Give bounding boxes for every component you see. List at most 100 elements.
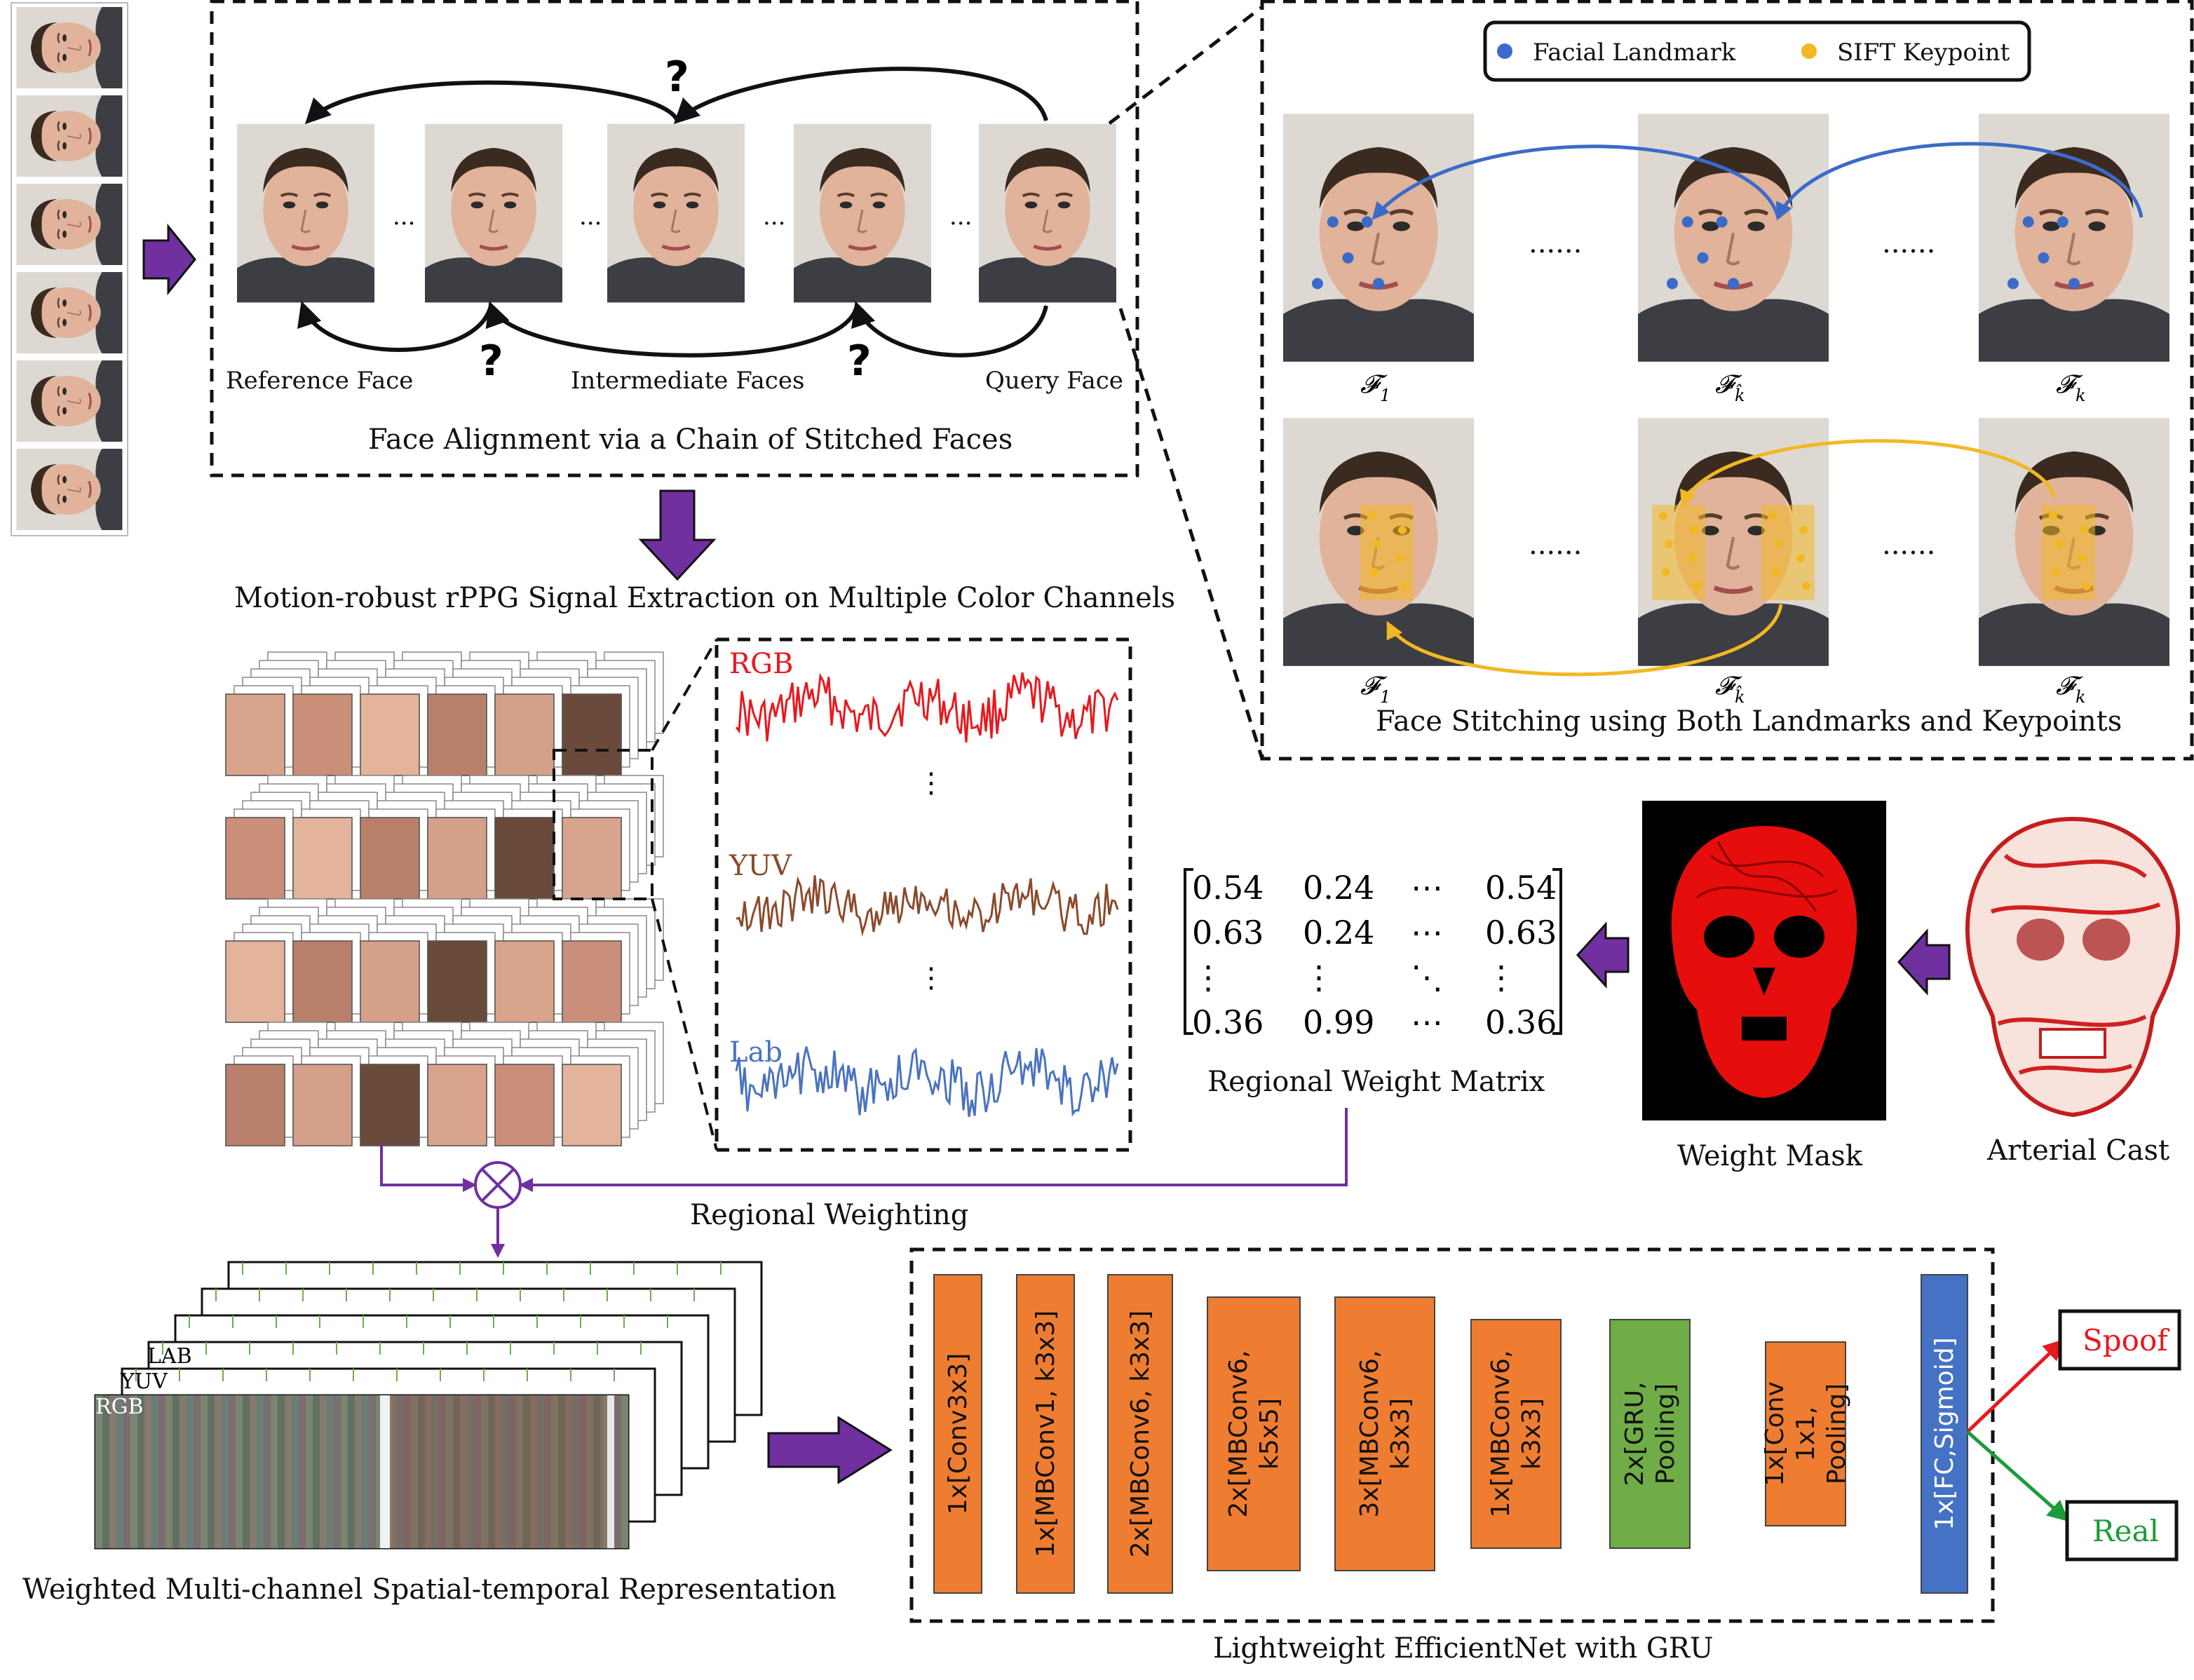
- network-layer-label: 2x[MBConv6, k3x3]: [1126, 1310, 1155, 1557]
- query-face-label: Query Face: [985, 367, 1123, 395]
- network-layer-4: 2x[MBConv6,k5x5]: [1207, 1296, 1301, 1571]
- network-title: Lightweight EfficientNet with GRU: [1213, 1632, 1714, 1665]
- landmark-dot: [1728, 278, 1739, 290]
- matrix-cell: 0.36: [1485, 1003, 1557, 1041]
- video-frame-face: [15, 272, 123, 353]
- face-patch: [225, 693, 285, 776]
- matrix-cell: ⋮: [1303, 958, 1335, 996]
- face-patch: [292, 940, 353, 1023]
- keypoint-dot: [1771, 568, 1780, 576]
- keypoint-dot: [1662, 568, 1670, 576]
- frame-subscript: k: [2076, 687, 2086, 707]
- network-layer-7: 2x[GRU,Pooling]: [1609, 1319, 1691, 1549]
- network-layer-label: 1x[MBConv1, k3x3]: [1031, 1310, 1060, 1557]
- video-frame-face: [15, 95, 123, 177]
- arterial-cast-label: Arterial Cast: [1986, 1134, 2169, 1167]
- matrix-cell: ⋮: [1485, 958, 1517, 996]
- weight-mask-label: Weight Mask: [1677, 1140, 1863, 1172]
- lab-signal: [735, 1046, 1119, 1117]
- face-patch: [360, 693, 420, 776]
- face-patch: [360, 940, 420, 1023]
- extraction-title: Motion-robust rPPG Signal Extraction on …: [234, 582, 1175, 614]
- channel-label: LAB: [147, 1344, 192, 1369]
- matrix-cell: ⋯: [1411, 869, 1443, 907]
- matrix-cell: 0.54: [1192, 869, 1264, 907]
- face-patch: [292, 693, 353, 776]
- chain-face-2: [425, 124, 562, 303]
- spatial-temporal-map: [95, 1395, 628, 1548]
- real-output-box: [2065, 1500, 2179, 1562]
- face-patch: [360, 817, 420, 900]
- keypoint-dot: [1401, 582, 1409, 590]
- chain-ellipsis: ...: [949, 203, 972, 231]
- patch-grid: [225, 651, 664, 1146]
- landmark-dot: [1697, 252, 1709, 264]
- matrix-cell: ⋯: [1411, 1003, 1443, 1041]
- network-layer-9: 1x[FC,Sigmoid]: [1921, 1274, 1968, 1594]
- video-frame: [15, 360, 123, 442]
- intermediate-faces-label: Intermediate Faces: [571, 367, 804, 395]
- chain-ellipsis: ...: [393, 203, 415, 231]
- keypoint-legend-dot: [1801, 43, 1817, 59]
- yuv-signal-label: YUV: [729, 850, 792, 882]
- chain-ellipsis: ...: [579, 203, 602, 231]
- arrow-mask-to-matrix: [1576, 921, 1630, 989]
- landmark-dot: [1327, 216, 1339, 228]
- face-patch: [562, 817, 622, 900]
- keypoint-dot: [1693, 582, 1701, 590]
- landmark-dot: [1681, 216, 1693, 228]
- network-layer-6: 1x[MBConv6,k3x3]: [1470, 1319, 1562, 1549]
- question-mark-right: ?: [847, 337, 872, 386]
- reference-face-label: Reference Face: [226, 367, 413, 395]
- classification-outputs: Spoof Real: [1966, 1309, 2181, 1562]
- face-patch: [225, 940, 285, 1023]
- face-patch: [292, 817, 353, 900]
- network-layer-label: 1x[Conv1x1,Pooling]: [1761, 1381, 1851, 1486]
- frame-subscript: k̂: [1735, 685, 1745, 707]
- matrix-cell: 0.24: [1303, 914, 1374, 951]
- landmark-dot: [2057, 216, 2068, 228]
- landmark-dot: [2007, 278, 2019, 290]
- network-layer-label: 3x[MBConv6,k3x3]: [1355, 1350, 1415, 1517]
- face-patch: [225, 817, 285, 900]
- network-layer-label: 1x[FC,Sigmoid]: [1930, 1337, 1959, 1530]
- frame-subscript: k: [2076, 386, 2086, 405]
- regional-weighting-label: Regional Weighting: [690, 1199, 968, 1231]
- keypoint-dot: [1768, 512, 1777, 520]
- yuv-signal: [736, 875, 1119, 937]
- weight-mask-image: Weight Mask: [1642, 801, 1886, 1172]
- legend-box: [1483, 20, 2031, 82]
- landmark-dot: [1311, 278, 1323, 290]
- keypoint-dot: [2083, 582, 2091, 590]
- representation-title: Weighted Multi-channel Spatial-temporal …: [22, 1573, 837, 1606]
- keypoint-dot: [2080, 526, 2088, 534]
- dots-row1-b: ......: [1882, 227, 1935, 259]
- network-layer-label: 2x[MBConv6,k5x5]: [1224, 1350, 1284, 1517]
- network-layer-5: 3x[MBConv6,k3x3]: [1334, 1296, 1435, 1571]
- matrix-cell: 0.36: [1192, 1003, 1264, 1041]
- keypoint-dot: [1799, 526, 1808, 534]
- landmark-dot: [1716, 216, 1728, 228]
- network-layer-label: 1x[MBConv6,k3x3]: [1487, 1350, 1546, 1517]
- question-mark-top: ?: [665, 53, 689, 102]
- video-frame-face: [15, 184, 123, 265]
- video-frame-face: [15, 7, 123, 88]
- face-patch: [494, 693, 555, 776]
- frame-subscript: 1: [1380, 386, 1390, 405]
- face-patch: [427, 1064, 487, 1146]
- chain-ellipsis: ...: [763, 203, 785, 231]
- matrix-cell: ⋱: [1411, 958, 1443, 996]
- landmark-legend-dot: [1497, 43, 1512, 59]
- keypoint-dot: [2054, 540, 2063, 548]
- face-patch: [427, 940, 487, 1023]
- rgb-signal-label: RGB: [729, 648, 793, 680]
- arrow-into-alignment: [142, 223, 196, 296]
- keypoint-dot: [1373, 540, 1381, 548]
- matrix-cell: 0.63: [1485, 914, 1557, 951]
- face-patch: [292, 1064, 353, 1146]
- signal-vdots-2: ⋮: [917, 962, 945, 994]
- landmark-dot: [1373, 278, 1384, 290]
